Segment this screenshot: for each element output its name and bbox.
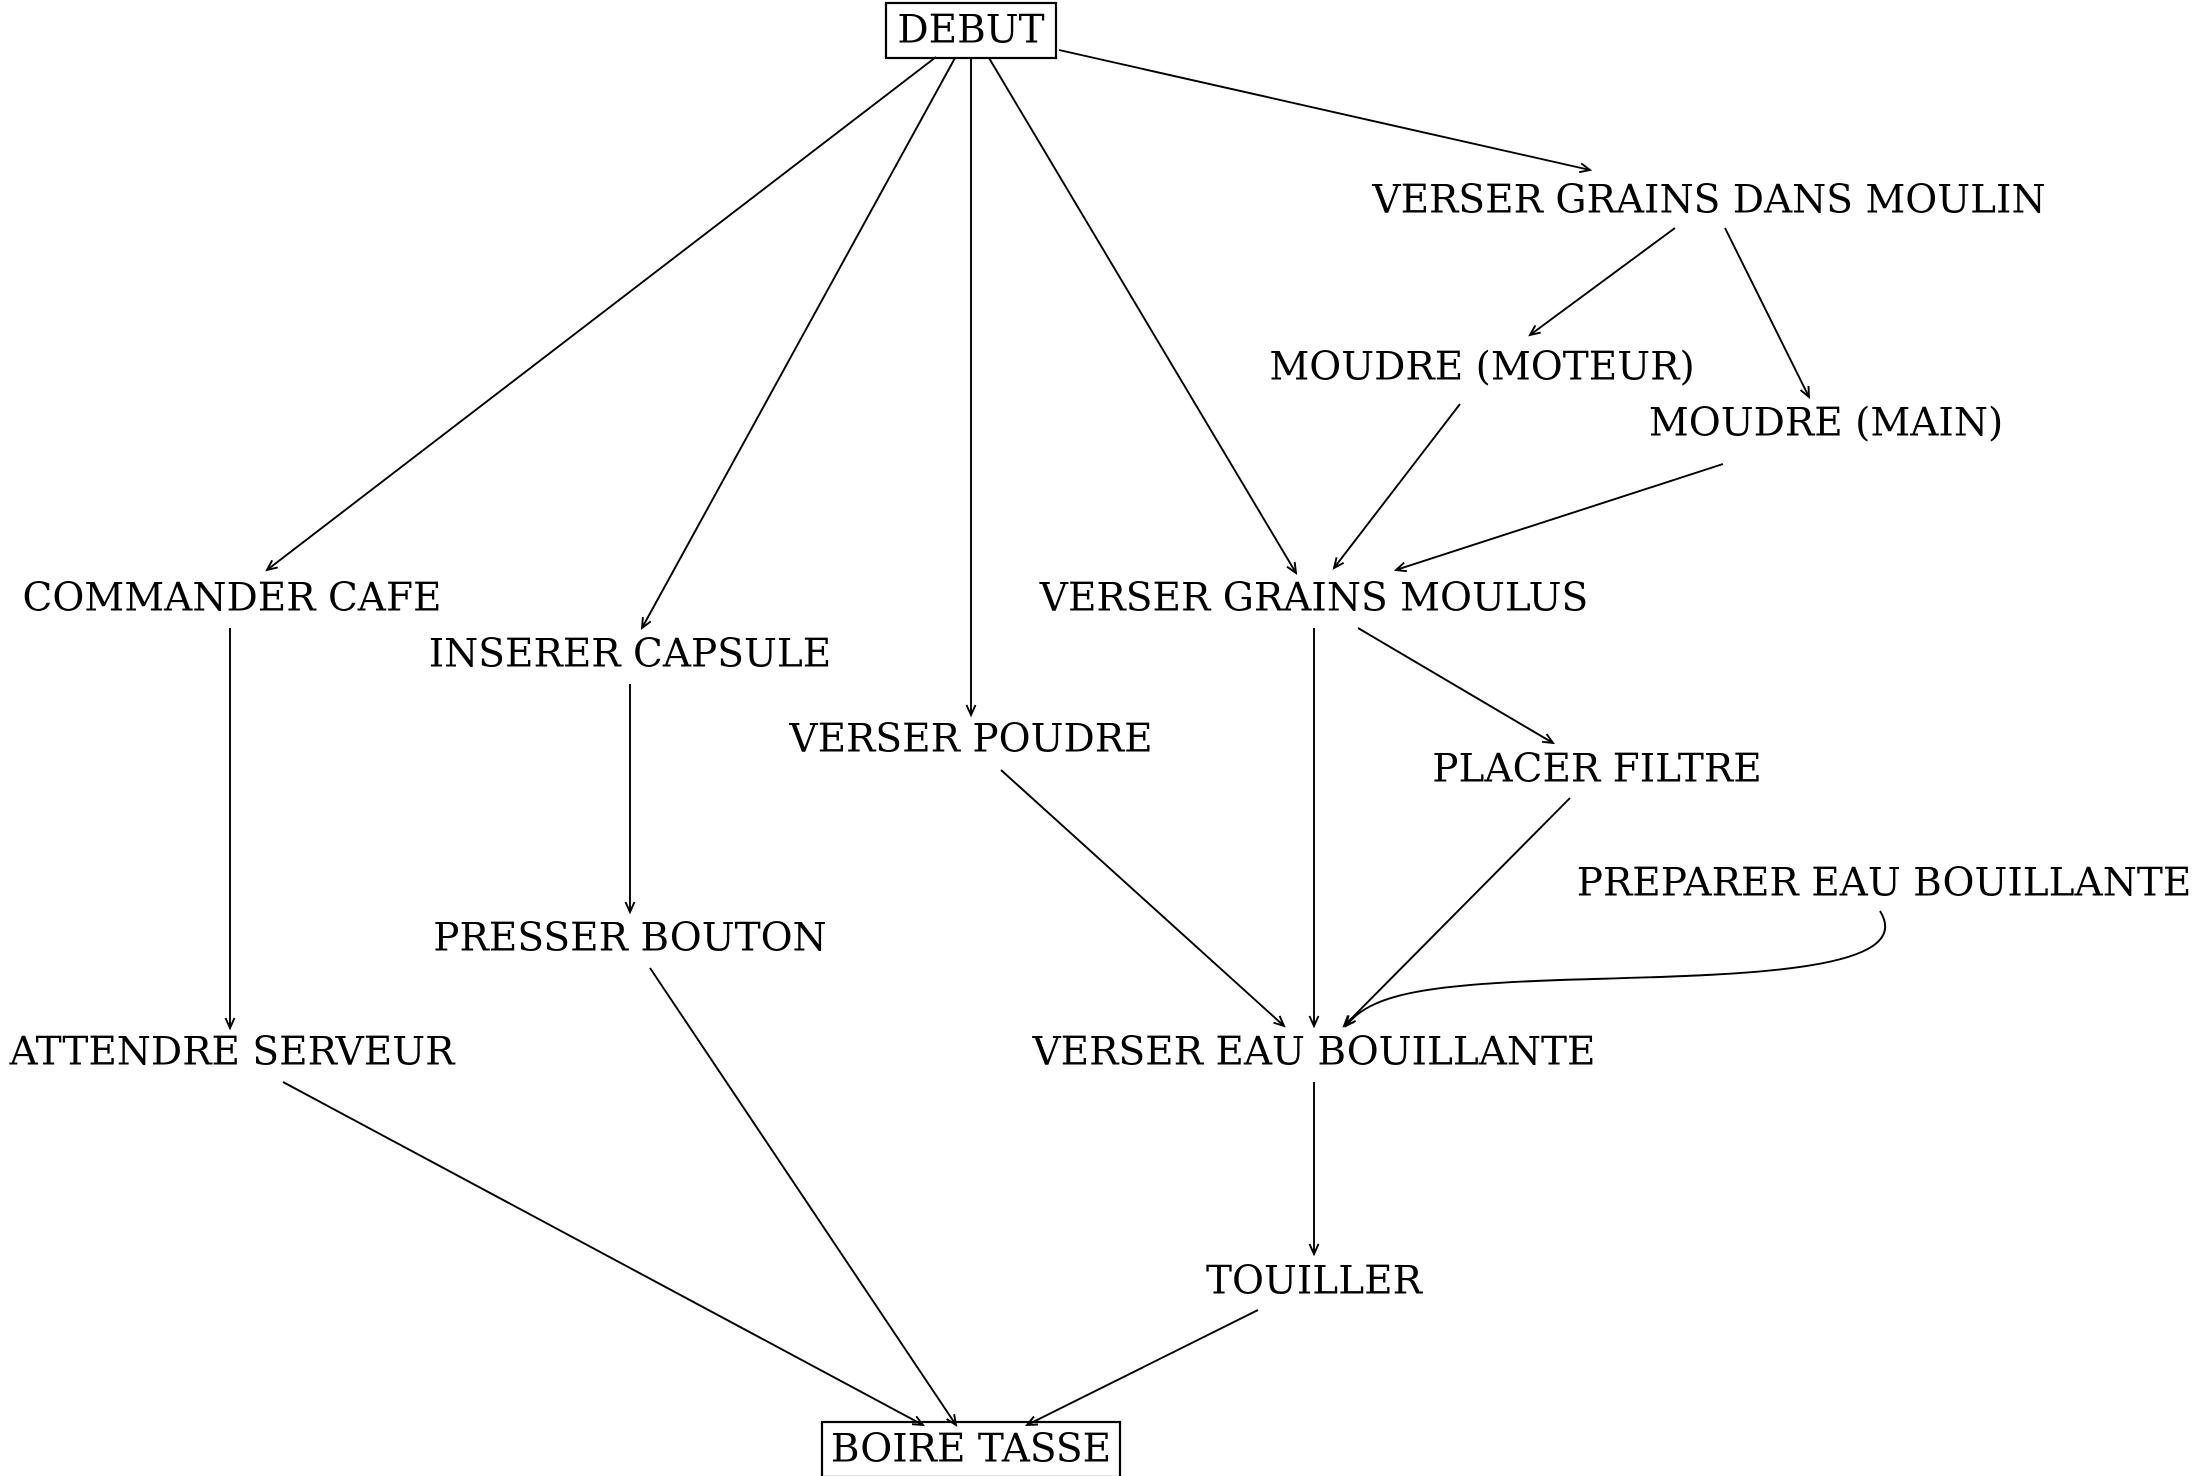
node-inserer-capsule: INSERER CAPSULE bbox=[429, 632, 832, 677]
edge-debut-to-verser-grains-moulin-arrowhead-icon bbox=[1579, 162, 1593, 174]
edge-debut-to-verser-grains-moulus-arrowhead-icon bbox=[1286, 561, 1298, 575]
edge-debut-to-verser-poudre-arrowhead-icon bbox=[965, 704, 977, 718]
edge-debut-to-commander-cafe-arrowhead-icon bbox=[265, 559, 278, 572]
edge-touiller-to-boire-tasse bbox=[1026, 1309, 1259, 1426]
edge-preparer-eau-to-verser-eau-arrowhead-icon bbox=[1344, 1015, 1357, 1028]
node-boire-tasse: BOIRE TASSE bbox=[831, 1427, 1111, 1472]
edge-debut-to-verser-grains-moulus bbox=[988, 57, 1297, 574]
node-verser-eau: VERSER EAU BOUILLANTE bbox=[1031, 1030, 1595, 1075]
node-verser-poudre: VERSER POUDRE bbox=[788, 717, 1152, 762]
node-moudre-moteur: MOUDRE (MOTEUR) bbox=[1269, 345, 1694, 390]
node-debut: DEBUT bbox=[897, 8, 1044, 53]
edge-verser-grains-moulin-to-moudre-moteur bbox=[1529, 227, 1676, 336]
edge-debut-to-inserer-capsule bbox=[641, 57, 956, 629]
edge-attendre-serveur-to-boire-tasse bbox=[282, 1081, 924, 1426]
node-preparer-eau: PREPARER EAU BOUILLANTE bbox=[1577, 861, 2192, 906]
edge-moudre-moteur-to-verser-grains-moulus-arrowhead-icon bbox=[1332, 557, 1345, 570]
edge-placer-filtre-to-verser-eau bbox=[1343, 797, 1571, 1027]
edge-attendre-serveur-to-boire-tasse-arrowhead-icon bbox=[911, 1415, 926, 1427]
edge-moudre-main-to-verser-grains-moulus bbox=[1395, 463, 1724, 571]
edges-layer bbox=[224, 49, 1887, 1427]
edge-touiller-to-boire-tasse-arrowhead-icon bbox=[1024, 1415, 1039, 1427]
edge-verser-grains-moulus-to-placer-filtre bbox=[1357, 627, 1554, 744]
edge-inserer-capsule-to-presser-bouton-arrowhead-icon bbox=[624, 901, 636, 915]
edge-debut-to-verser-grains-moulin bbox=[1058, 49, 1591, 171]
node-presser-bouton: PRESSER BOUTON bbox=[433, 916, 826, 961]
edge-commander-cafe-to-attendre-serveur-arrowhead-icon bbox=[224, 1017, 236, 1031]
node-verser-grains-moulus: VERSER GRAINS MOULUS bbox=[1039, 576, 1588, 621]
edge-verser-grains-moulin-to-moudre-main bbox=[1724, 227, 1810, 398]
node-touiller: TOUILLER bbox=[1206, 1259, 1424, 1304]
debut-frame bbox=[884, 1, 1058, 60]
edge-verser-grains-moulin-to-moudre-moteur-arrowhead-icon bbox=[1528, 324, 1541, 337]
nodes-layer: DEBUT VERSER GRAINS DANS MOULIN MOUDRE (… bbox=[9, 1, 2192, 1476]
node-verser-grains-moulin: VERSER GRAINS DANS MOULIN bbox=[1371, 178, 2045, 223]
edge-debut-to-commander-cafe bbox=[266, 56, 937, 571]
node-attendre-serveur: ATTENDRE SERVEUR bbox=[9, 1030, 457, 1075]
edge-verser-poudre-to-verser-eau bbox=[1000, 769, 1285, 1027]
edge-verser-eau-to-touiller-arrowhead-icon bbox=[1308, 1243, 1320, 1257]
edge-debut-to-inserer-capsule-arrowhead-icon bbox=[640, 616, 652, 631]
edge-moudre-main-to-verser-grains-moulus-arrowhead-icon bbox=[1393, 561, 1408, 573]
node-commander-cafe: COMMANDER CAFE bbox=[22, 576, 441, 621]
node-placer-filtre: PLACER FILTRE bbox=[1432, 747, 1761, 792]
edge-verser-grains-moulin-to-moudre-main-arrowhead-icon bbox=[1799, 385, 1811, 400]
edge-preparer-eau-to-verser-eau bbox=[1345, 910, 1887, 1027]
edge-verser-grains-moulus-to-verser-eau-arrowhead-icon bbox=[1308, 1015, 1320, 1029]
edge-verser-grains-moulus-to-placer-filtre-arrowhead-icon bbox=[1541, 733, 1556, 745]
edge-verser-poudre-to-verser-eau-arrowhead-icon bbox=[1273, 1015, 1286, 1028]
edge-moudre-moteur-to-verser-grains-moulus bbox=[1333, 403, 1461, 569]
node-moudre-main: MOUDRE (MAIN) bbox=[1649, 401, 2003, 446]
boire-tasse-frame bbox=[820, 1420, 1122, 1476]
edge-presser-bouton-to-boire-tasse bbox=[649, 967, 957, 1426]
